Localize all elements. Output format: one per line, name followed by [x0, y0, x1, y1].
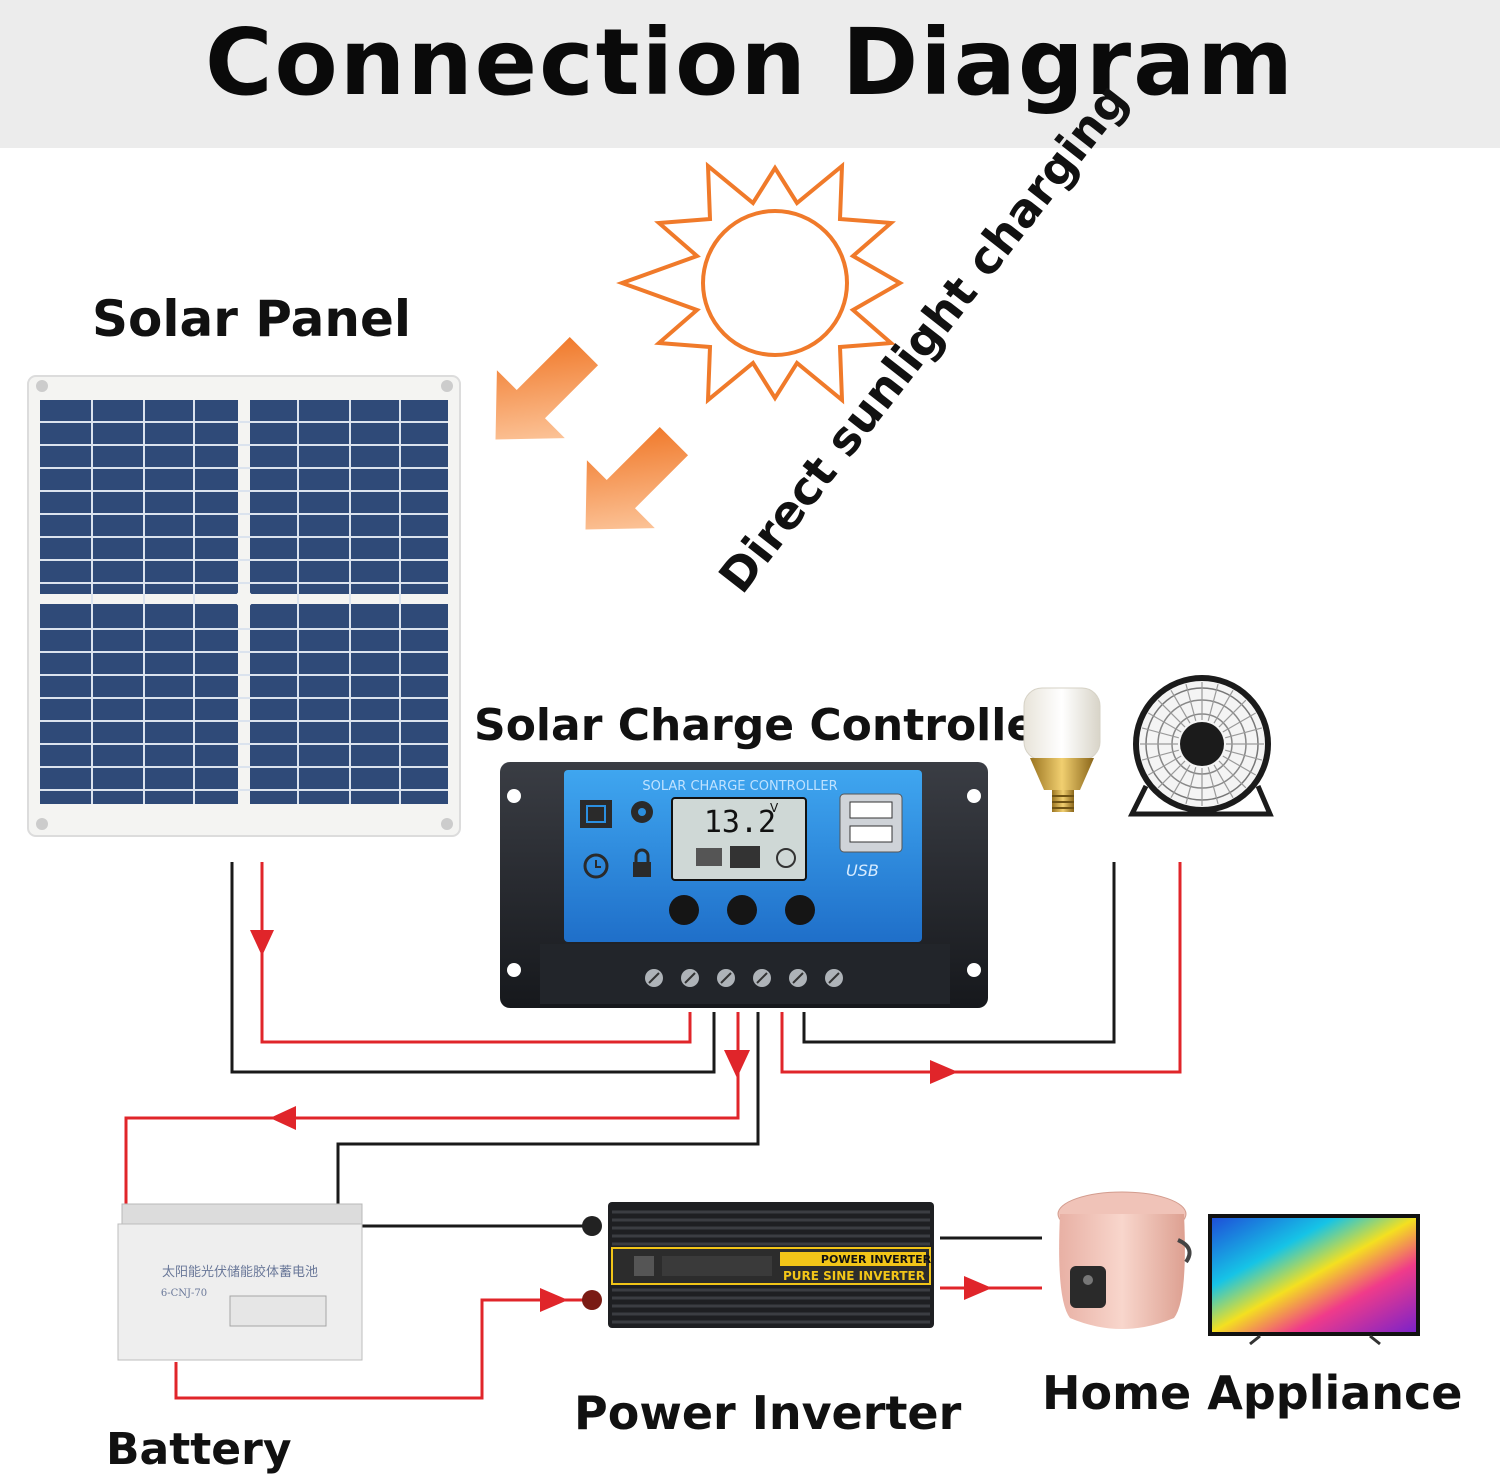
sunlight-arrow-1-icon [495, 336, 599, 440]
battery-text-1: 太阳能光伏储能胶体蓄电池 [162, 1264, 318, 1280]
lock-icon [633, 848, 651, 877]
wiring [124, 862, 1182, 1400]
battery-label: Battery [106, 1424, 292, 1475]
sun-icon [616, 161, 905, 405]
inverter-text-1: POWER INVERTER [821, 1253, 932, 1266]
sunlight-arrow-2-icon [585, 426, 689, 530]
power-inverter-image: POWER INVERTER PURE SINE INVERTER [582, 1202, 934, 1328]
clock-icon [583, 853, 609, 879]
inverter-text-2: PURE SINE INVERTER [783, 1269, 925, 1283]
solar-panel-label: Solar Panel [92, 290, 411, 348]
inverter-label: Power Inverter [574, 1386, 962, 1440]
controller-label: Solar Charge Controller [474, 700, 1058, 751]
controller-button-2[interactable] [727, 895, 757, 925]
gear-icon [631, 801, 653, 823]
flow-arrows [250, 930, 992, 1312]
appliance-label: Home Appliance [1042, 1366, 1463, 1420]
lcd-unit: V [770, 801, 779, 815]
charge-controller-image: SOLAR CHARGE CONTROLLER 13.2 V [500, 762, 988, 1008]
controller-header-text: SOLAR CHARGE CONTROLLER [642, 779, 837, 794]
rice-cooker-image [1057, 1191, 1192, 1329]
usb-label: USB [846, 861, 879, 880]
desk-fan-image [1127, 675, 1274, 817]
television-image [1208, 1214, 1420, 1346]
battery-image: 太阳能光伏储能胶体蓄电池 6-CNJ-70 [117, 1203, 363, 1361]
battery-text-2: 6-CNJ-70 [161, 1288, 207, 1299]
controller-button-3[interactable] [785, 895, 815, 925]
lcd-value: 13.2 [704, 805, 776, 840]
light-bulb-image [1023, 687, 1101, 812]
sunlight-label: Direct sunlight charging [708, 74, 1138, 603]
header-bar [0, 0, 1500, 148]
usb-ports-icon [839, 793, 903, 853]
mcu-icon [580, 800, 612, 828]
page-title: Connection Diagram [204, 9, 1296, 116]
solar-panel-image [27, 375, 461, 837]
controller-button-1[interactable] [669, 895, 699, 925]
